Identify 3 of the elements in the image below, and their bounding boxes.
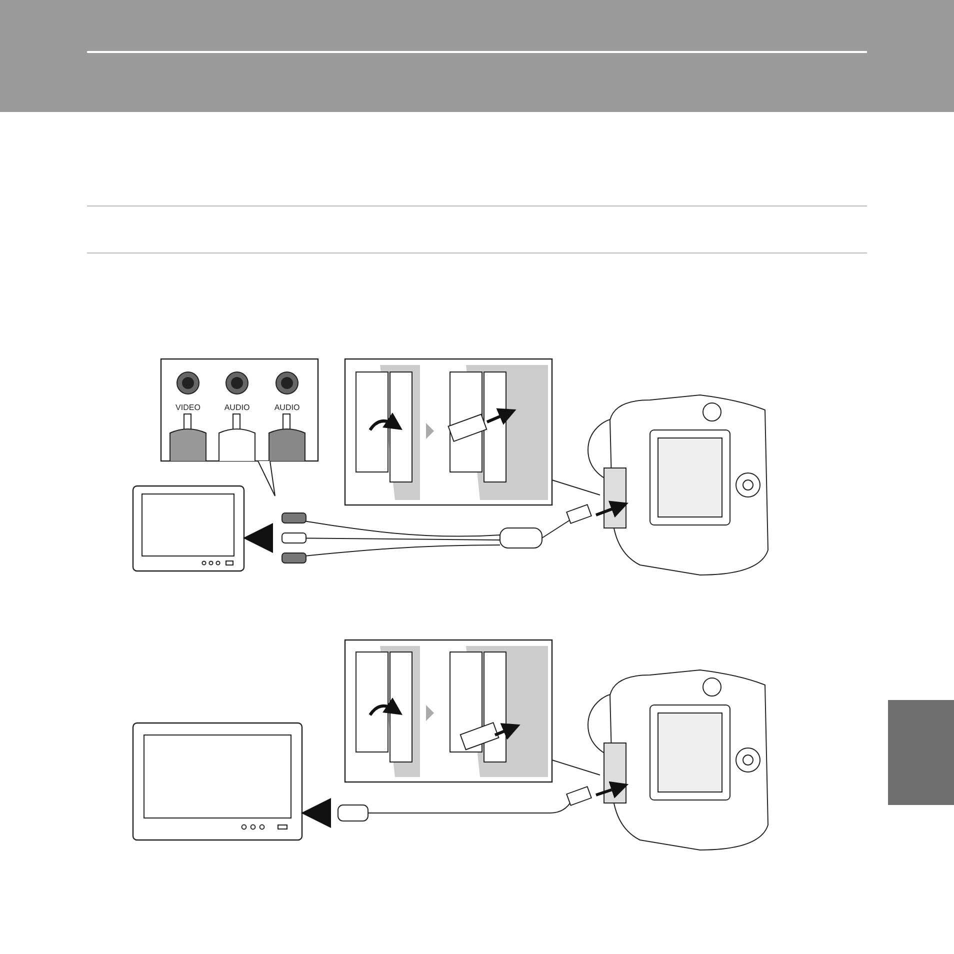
jack-label: AUDIO: [224, 403, 250, 412]
jack-label: AUDIO: [274, 403, 300, 412]
jack-label: VIDEO: [176, 403, 200, 412]
